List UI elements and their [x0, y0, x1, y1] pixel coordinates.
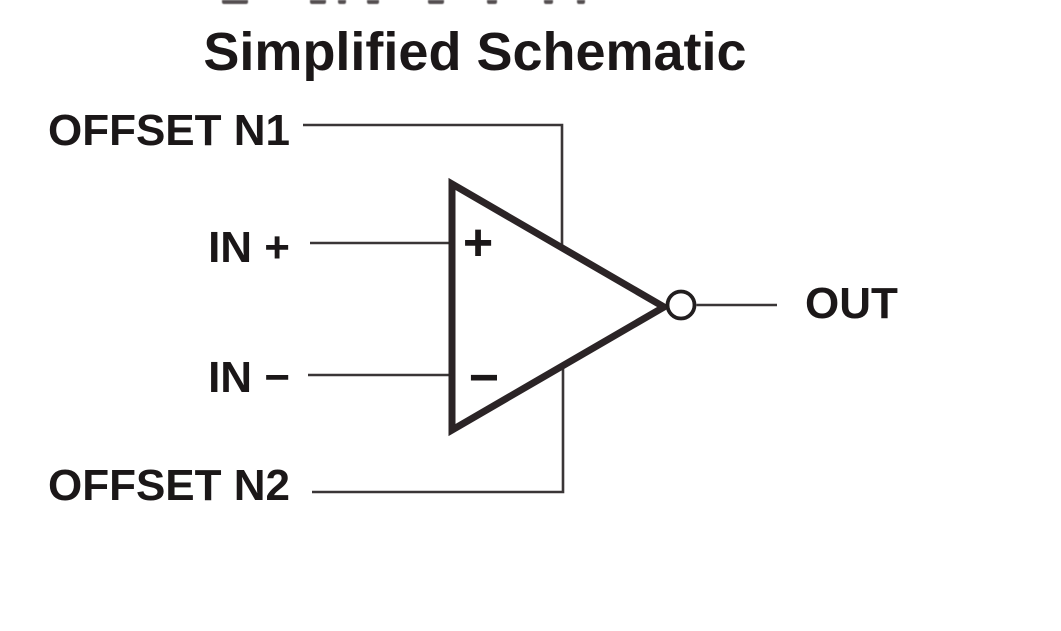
clipped-text-artifact: [310, 0, 326, 4]
inverting-input-symbol: −: [468, 349, 500, 407]
noninverting-input-symbol: +: [462, 214, 494, 272]
offset-n2-wire: [312, 361, 565, 494]
pin-label-offset-n1: OFFSET N1: [47, 106, 290, 155]
pin-label-offset-n2: OFFSET N2: [47, 461, 290, 510]
clipped-text-artifact: [367, 0, 379, 4]
clipped-text-artifact: [487, 0, 497, 4]
schematic-title: Simplified Schematic: [203, 22, 747, 82]
opamp-triangle: [448, 177, 671, 437]
pin-label-out: OUT: [805, 279, 898, 328]
clipped-text-artifact: [428, 0, 444, 4]
pin-label-in-minus: IN −: [208, 353, 290, 402]
clipped-text-artifact: [222, 0, 248, 4]
inversion-bubble-icon: [665, 289, 697, 321]
clipped-text-artifact: [338, 0, 346, 4]
pin-label-in-plus: IN +: [208, 223, 290, 272]
offset-n1-wire: [303, 123, 564, 252]
clipped-text-artifact: [544, 0, 553, 4]
clipped-text-artifact: [577, 0, 585, 4]
